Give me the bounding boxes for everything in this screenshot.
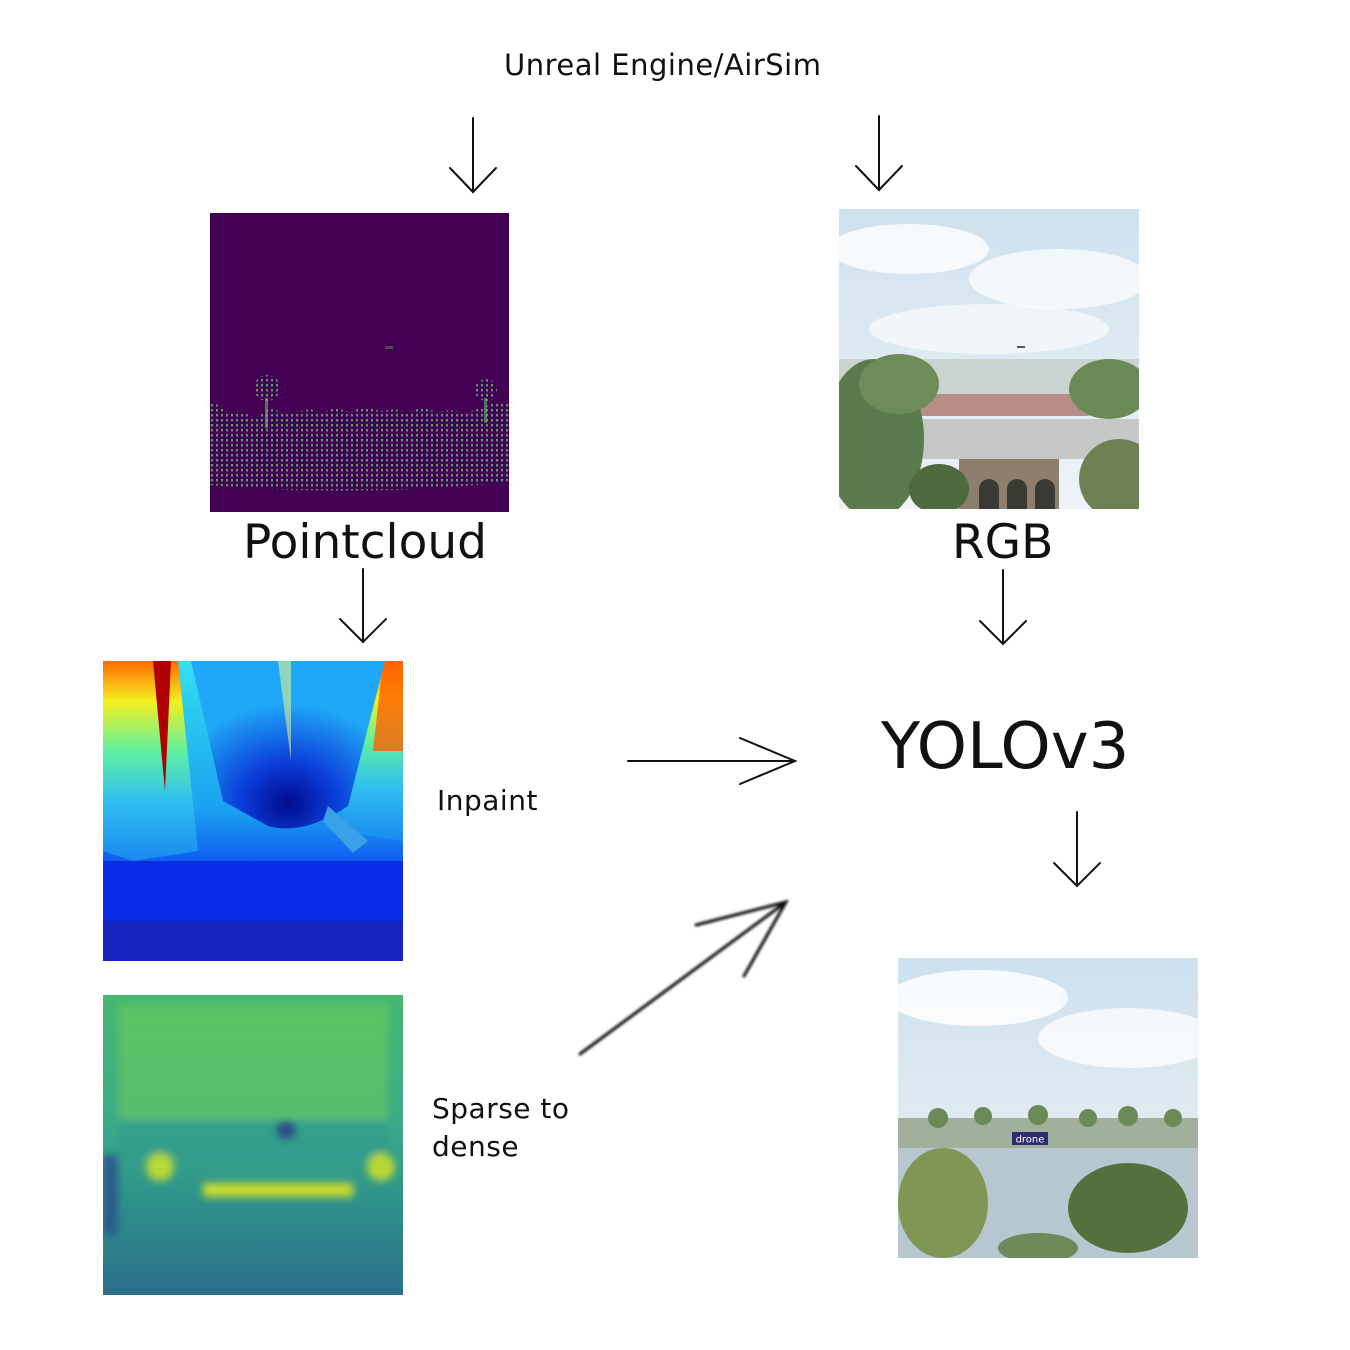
rgb-image (839, 209, 1139, 509)
arrow-sparse-to-yolo (578, 899, 790, 1056)
detection-box (1012, 1132, 1048, 1145)
inpaint-depth-image (103, 661, 403, 961)
arrow-inpaint-to-yolo (627, 737, 798, 785)
arrow-yolo-to-output (1053, 811, 1101, 888)
detection-output-image: drone (898, 958, 1198, 1258)
arrow-rgb-to-yolo (979, 569, 1027, 646)
pointcloud-label: Pointcloud (243, 515, 487, 570)
arrow-pointcloud-to-inpaint (339, 568, 387, 644)
source-label: Unreal Engine/AirSim (504, 48, 822, 82)
inpaint-label: Inpaint (437, 784, 538, 817)
pointcloud-points (210, 346, 509, 491)
rgb-label: RGB (952, 515, 1054, 570)
arrow-to-rgb (855, 115, 903, 192)
pointcloud-image (210, 213, 509, 512)
detection-label: drone (1016, 1135, 1045, 1146)
sparse-to-dense-label: Sparse to dense (432, 1092, 570, 1163)
arrow-to-pointcloud (449, 117, 497, 194)
sparse-to-dense-image (103, 995, 403, 1295)
yolo-label: YOLOv3 (881, 710, 1130, 784)
